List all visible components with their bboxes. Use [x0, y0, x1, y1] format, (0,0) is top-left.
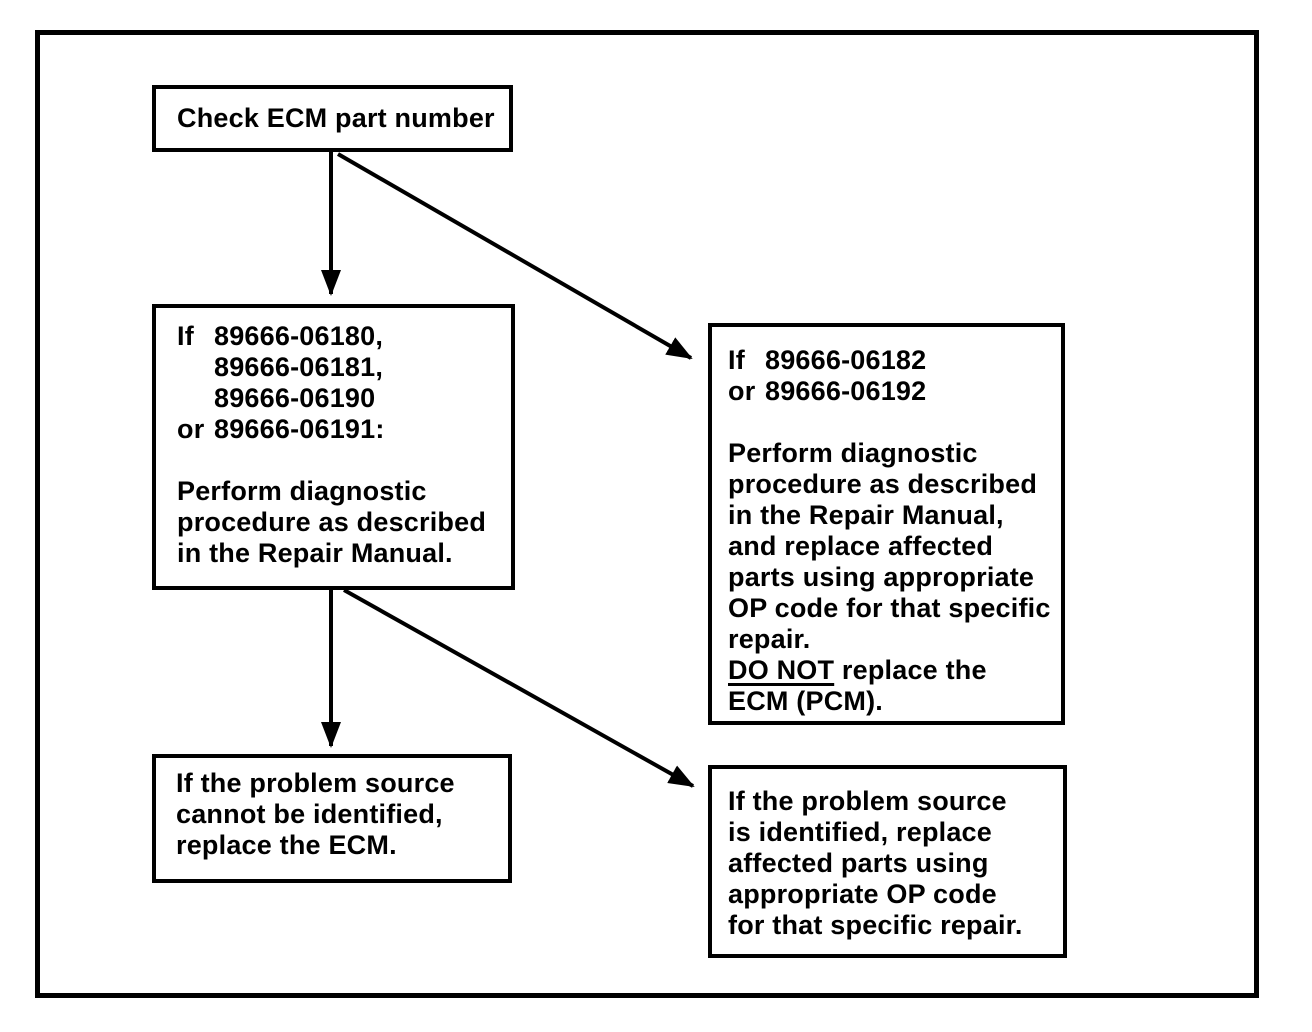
condition-prefix: If — [177, 321, 194, 351]
body-line: for that specific repair. — [728, 910, 1023, 940]
body-line: in the Repair Manual. — [177, 538, 453, 568]
warning-rest: replace the — [834, 655, 987, 685]
warning-line: DO NOT replace the — [728, 655, 1055, 686]
body-line: in the Repair Manual, — [728, 500, 1004, 530]
body-line: procedure as described — [177, 507, 487, 537]
part-number: 89666-06182 — [765, 345, 927, 375]
body-line: is identified, replace — [728, 817, 992, 847]
body-line: replace the ECM. — [176, 830, 397, 860]
warning-line-2: ECM (PCM). — [728, 686, 883, 716]
condition-line: or 89666-06192 — [728, 376, 1055, 407]
condition-prefix: If — [728, 345, 745, 375]
body-line: Perform diagnostic — [728, 438, 978, 468]
body-line: Perform diagnostic — [177, 476, 427, 506]
node-replace-ecm: If the problem source cannot be identifi… — [152, 754, 512, 883]
condition-line: If 89666-06180, — [177, 321, 503, 352]
body-line: parts using appropriate — [728, 562, 1035, 592]
condition-prefix: or — [177, 414, 205, 444]
body-line: If the problem source — [728, 786, 1007, 816]
blank-line — [728, 407, 1055, 438]
part-number: 89666-06181, — [214, 352, 384, 382]
condition-line: 89666-06190 — [177, 383, 503, 414]
node-replace-affected-parts: If the problem source is identified, rep… — [708, 765, 1067, 958]
node-check-ecm-part-number: Check ECM part number — [152, 85, 513, 152]
condition-line: 89666-06181, — [177, 352, 503, 383]
body-line: affected parts using — [728, 848, 989, 878]
condition-line: If 89666-06182 — [728, 345, 1055, 376]
body-line: repair. — [728, 624, 811, 654]
part-number: 89666-06180, — [214, 321, 384, 351]
condition-prefix: or — [728, 376, 756, 406]
part-number: 89666-06192 — [765, 376, 927, 406]
blank-line — [177, 445, 503, 476]
arrow-check-to-diag-replace — [336, 152, 693, 360]
condition-line: or 89666-06191: — [177, 414, 503, 445]
part-number: 89666-06191: — [214, 414, 385, 444]
body-line: procedure as described — [728, 469, 1038, 499]
part-number: 89666-06190 — [214, 383, 376, 413]
node-text: Check ECM part number — [177, 103, 495, 133]
body-line: and replace affected — [728, 531, 994, 561]
do-not-underlined: DO NOT — [728, 655, 835, 685]
body-line: cannot be identified, — [176, 799, 443, 829]
body-line: appropriate OP code — [728, 879, 997, 909]
body-line: If the problem source — [176, 768, 455, 798]
outer-border — [35, 30, 1259, 998]
arrow-diag-to-identified — [343, 588, 695, 788]
node-diag-procedure-replace-parts: If 89666-06182 or 89666-06192 Perform diag… — [708, 323, 1065, 725]
body-line: OP code for that specific — [728, 593, 1051, 623]
